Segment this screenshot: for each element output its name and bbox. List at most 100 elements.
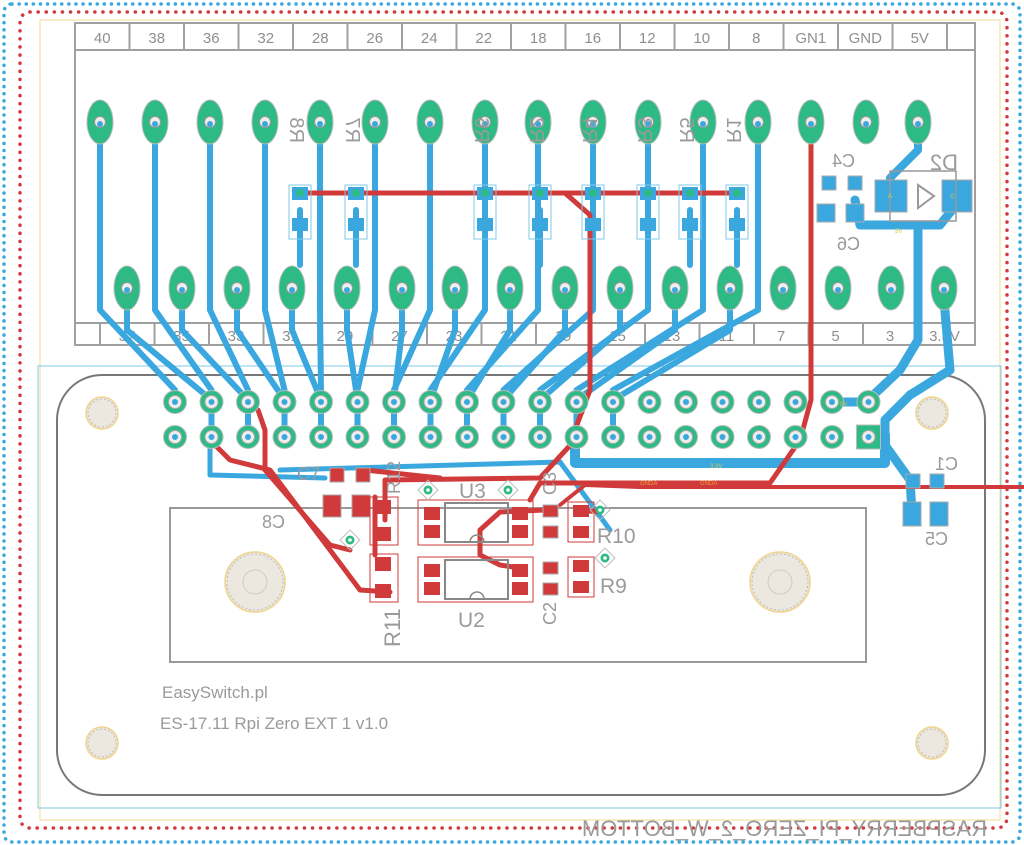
rail-5v-label: 5V (840, 402, 847, 408)
header-pad (196, 99, 224, 145)
pi-gpio-pad (601, 425, 625, 449)
pi-gpio-pad (491, 390, 516, 414)
header-top-label: 18 (530, 30, 547, 47)
trace-bottom (427, 119, 488, 405)
via (589, 499, 611, 521)
cap-c7-pad (329, 467, 345, 483)
mounting-hole (915, 396, 949, 430)
header-top-label: 40 (94, 30, 111, 47)
cap-c5-label: C5 (925, 529, 948, 549)
header-top-label: 26 (366, 30, 383, 47)
header-pad (471, 99, 499, 145)
header-pad (251, 99, 279, 145)
outline-label-mirrored: RASPBERRY_PI_ZERO_2_W_BOTTOM (582, 816, 987, 841)
diode-symbol-icon (917, 183, 936, 210)
mounting-hole (224, 551, 286, 613)
header-top-label: GND (849, 30, 883, 47)
pi-gpio-pad (382, 390, 406, 414)
pi-gpio-pad (564, 425, 589, 449)
resistor-label: R5 (675, 117, 697, 143)
cap-c7-label: C7 (297, 464, 320, 484)
header-pad (606, 265, 634, 311)
header-pad (361, 99, 389, 145)
via (339, 529, 361, 551)
cap-c4-label: C4 (832, 151, 855, 171)
cap-c8-pad (322, 494, 342, 518)
header-pad (416, 99, 444, 145)
header-pad (744, 99, 772, 145)
mounting-hole (749, 551, 811, 613)
header-pad (278, 265, 306, 311)
pi-gpio-pad (601, 390, 625, 414)
pi-gpio-pad (345, 425, 370, 449)
header-top-label: 32 (257, 30, 274, 47)
header-top-label: 22 (475, 30, 492, 47)
header-top-label: 12 (639, 30, 656, 47)
cap-c8-pad (351, 494, 371, 518)
header-pad (496, 265, 524, 311)
pi-gpio-pad (528, 390, 552, 414)
keepout-inner-red (18, 10, 1009, 830)
trace-3v3-rail (880, 295, 955, 440)
header-pad (86, 99, 114, 145)
trace-top (558, 483, 1024, 507)
header-pad (113, 265, 141, 311)
header-pad (168, 265, 196, 311)
cap-c5-pad (929, 501, 949, 527)
resistor-0603-top (567, 556, 595, 598)
trace-top (362, 467, 443, 481)
header-pad (441, 265, 469, 311)
header-bottom-label: 3 (886, 328, 894, 345)
trace-bottom (262, 119, 288, 405)
header-pad (634, 99, 662, 145)
pi-gpio-pad (272, 425, 297, 449)
pi-gpio-pad (309, 390, 333, 414)
diode-label: D2 (930, 150, 958, 175)
pi-gpio-pad (820, 425, 844, 449)
header-top-label: 8 (752, 30, 760, 47)
pi-gpio-pad (309, 425, 333, 449)
header-pad (930, 265, 958, 311)
header-top-label: 38 (148, 30, 165, 47)
cap-c2-label: C2 (540, 602, 560, 625)
cap-pad (542, 504, 559, 518)
resistor-label: R2 (525, 117, 547, 143)
cap-c6-pad (816, 203, 836, 223)
cap-c1-pad (905, 473, 921, 489)
pi-gpio-pad (382, 425, 406, 449)
diode-d2-outline (889, 170, 957, 222)
resistor-label: R6 (470, 117, 492, 143)
cap-c4-pad (847, 175, 863, 191)
header-bottom-label: 5 (831, 328, 839, 345)
trace-bottom (124, 285, 215, 439)
pi-gpio-pad (455, 390, 479, 414)
header-top-label: 24 (421, 30, 438, 47)
cap-c1-label: C1 (935, 454, 958, 474)
brand-text: EasySwitch.pl (162, 683, 268, 702)
cap-c3-label: C3 (540, 472, 560, 495)
header-pad (388, 265, 416, 311)
rail-3v3-label: 3.3V (710, 464, 722, 470)
via (417, 479, 439, 501)
header-top-label: 28 (312, 30, 329, 47)
header-top-label: 5V (911, 30, 929, 47)
mounting-hole (915, 726, 949, 760)
resistor-label: R4 (578, 117, 600, 143)
pi-gpio-pad (747, 390, 771, 414)
pi-gpio-pad (564, 390, 589, 414)
resistor-0603 (581, 184, 605, 240)
pi-gpio-pad (783, 390, 808, 414)
pi-gpio-pad (236, 390, 260, 414)
header-pad (141, 99, 169, 145)
trace-bottom (207, 119, 251, 405)
header-pad (223, 265, 251, 311)
pi-gpio-pad (747, 425, 771, 449)
net-gnda-label: GNDA (640, 481, 657, 487)
cap-c7-pad (355, 467, 371, 483)
resistor-0603 (636, 184, 660, 240)
pi-gpio-pad (674, 390, 698, 414)
resistor-label: R3 (633, 117, 655, 143)
rail-5v-label: 5V (895, 229, 902, 235)
